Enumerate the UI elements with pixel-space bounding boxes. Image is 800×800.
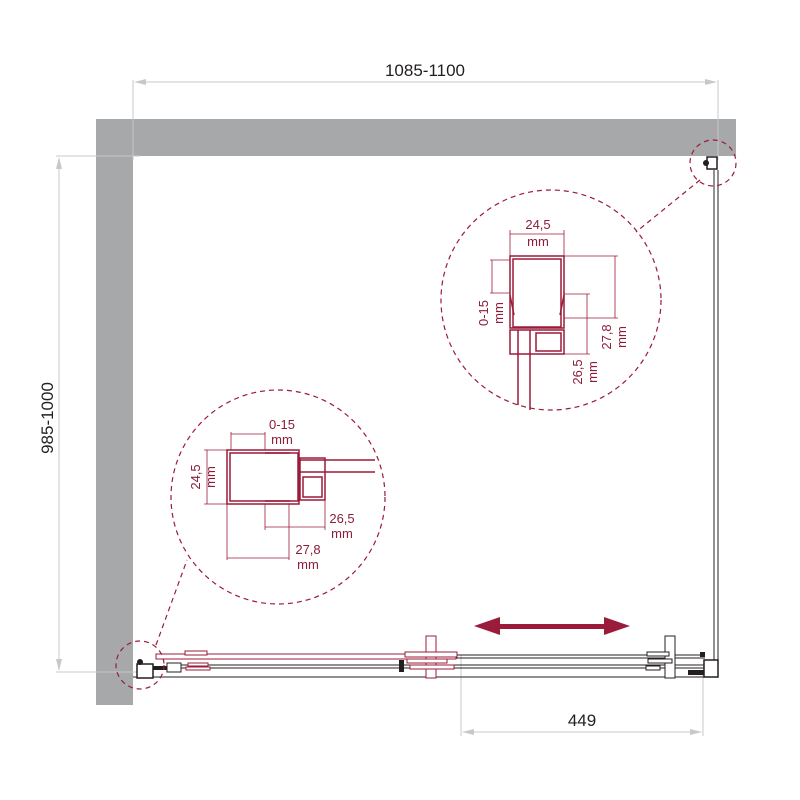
detail-bl-outer-unit: mm [297,557,319,572]
detail-bl-adjust-value: 0-15 [269,417,295,432]
back-wall [96,119,736,156]
right-wall-profile [688,652,719,678]
detail-bl-width-unit: mm [203,466,218,488]
door-stopper [399,660,404,672]
detail-callout-bottom-left [115,389,386,690]
detail-profile-top-right [509,255,565,410]
detail-bl-outer-value: 27,8 [295,542,320,557]
detail-bl-width-value: 24,5 [188,464,203,489]
detail-callout-top-right [440,139,737,411]
detail-tr-width-value: 24,5 [525,217,550,232]
side-wall [96,119,133,705]
detail-bl-inner-value: 26,5 [329,511,354,526]
detail-tr-outer-unit: mm [614,326,629,348]
slide-direction-arrow-icon [474,617,630,635]
side-glass-panel [713,170,719,662]
left-wall-profile [136,659,182,679]
detail-dims-bottom-left [204,432,326,560]
width-dimension-label: 1085-1100 [385,61,465,80]
detail-bl-adjust-unit: mm [271,432,293,447]
depth-dimension [56,155,140,673]
top-right-wall-profile [703,156,718,170]
detail-tr-width-unit: mm [527,234,549,249]
detail-bl-inner-unit: mm [331,526,353,541]
roller-left [184,650,211,671]
door-handle-right [645,635,676,679]
detail-tr-inner-value: 26,5 [570,359,585,384]
detail-dims-top-right [490,230,618,355]
detail-profile-bottom-left [226,449,375,505]
detail-tr-adjust-value: 0-15 [476,300,491,326]
depth-dimension-label: 985-1000 [38,382,57,454]
detail-tr-adjust-unit: mm [491,302,506,324]
opening-dimension-label: 449 [568,711,596,730]
detail-tr-inner-unit: mm [585,361,600,383]
detail-tr-outer-value: 27,8 [599,324,614,349]
door-handle-middle [404,635,458,679]
width-dimension [132,79,719,160]
